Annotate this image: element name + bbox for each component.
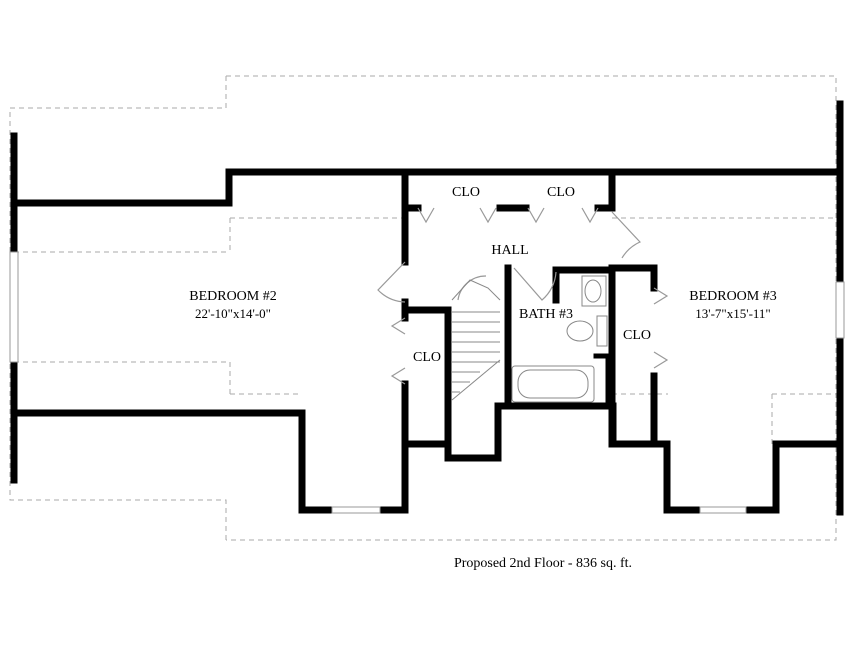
bathtub [511, 365, 595, 403]
window-bottom-left [331, 506, 381, 514]
toilet-bowl [566, 320, 594, 342]
windows [9, 251, 845, 514]
exterior-walls [10, 100, 844, 516]
interior-walls [401, 168, 658, 462]
label-bedroom2-dims: 22'-10"x14'-0" [195, 306, 271, 321]
sink-vanity [581, 275, 607, 307]
label-clo-top-left: CLO [452, 185, 480, 200]
window-right [835, 281, 845, 339]
stairs [451, 279, 501, 401]
label-clo-right: CLO [623, 328, 651, 343]
label-clo-top-right: CLO [547, 185, 575, 200]
label-clo-left: CLO [413, 350, 441, 365]
label-bath3: BATH #3 [519, 307, 573, 322]
label-bedroom3: BEDROOM #3 [689, 289, 777, 304]
label-bedroom3-dims: 13'-7"x15'-11" [695, 306, 770, 321]
toilet-tank [596, 315, 608, 347]
label-bedroom2: BEDROOM #2 [189, 289, 277, 304]
window-bottom-right [699, 506, 747, 514]
room-labels: CLO CLO HALL BEDROOM #2 22'-10"x14'-0" B… [189, 185, 777, 365]
bath-fixtures [511, 275, 608, 403]
window-left [9, 251, 19, 363]
plan-caption: Proposed 2nd Floor - 836 sq. ft. [454, 556, 632, 571]
label-hall: HALL [491, 243, 528, 258]
